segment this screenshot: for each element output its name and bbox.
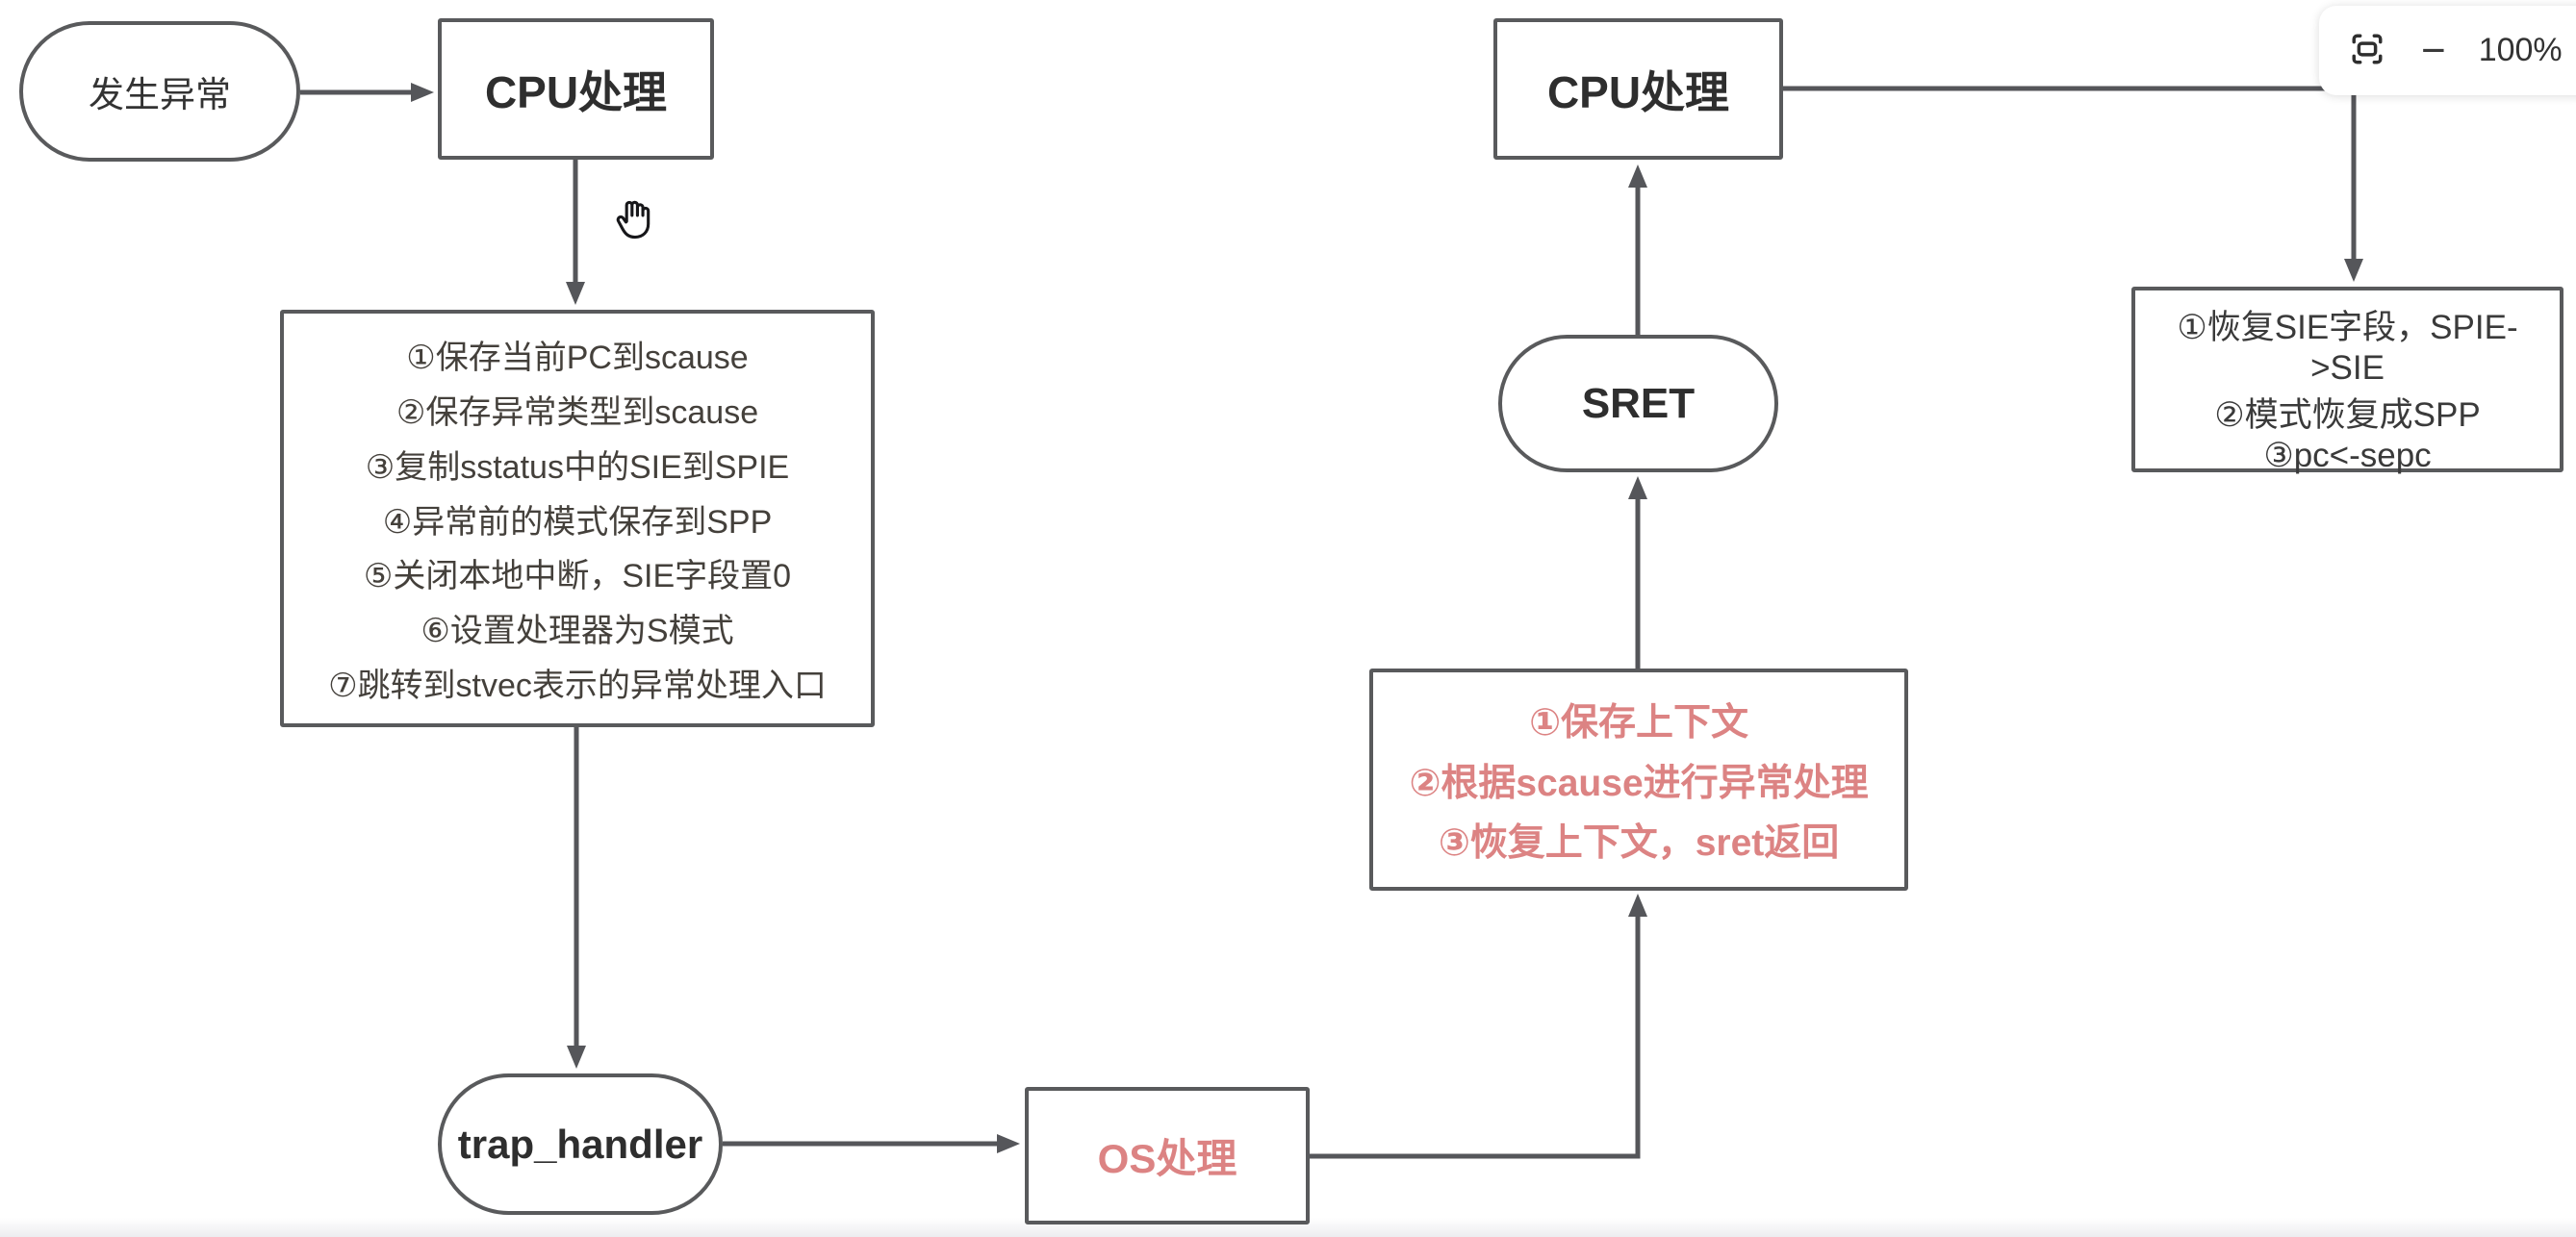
cpu-step-line: ②保存异常类型到scause — [395, 393, 759, 431]
node-exception-start-label: 发生异常 — [89, 75, 231, 114]
return-step-line: ②模式恢复成SPP — [2214, 396, 2481, 434]
return-step-line: ①恢复SIE字段，SPIE->SIE — [2177, 309, 2518, 387]
hand-grab-cursor-icon — [610, 190, 658, 251]
node-cpu-handle-left-label: CPU处理 — [484, 66, 668, 117]
arrow-cpu-to-return — [1783, 86, 2363, 282]
arrow-os-to-context — [1310, 894, 1647, 1159]
zoom-level-indicator[interactable]: 100% — [2478, 32, 2563, 68]
node-os-handle: OS处理 — [1025, 1087, 1310, 1224]
node-trap-handler: trap_handler — [438, 1073, 723, 1215]
zoom-toolbar[interactable]: − 100% — [2319, 6, 2576, 95]
viewport-bottom-fade — [0, 1218, 2576, 1237]
cpu-step-line: ①保存当前PC到scause — [406, 339, 749, 376]
cpu-step-line: ③复制sstatus中的SIE到SPIE — [365, 448, 790, 486]
node-trap-handler-label: trap_handler — [457, 1121, 703, 1167]
os-step-line: ①保存上下文 — [1528, 701, 1749, 744]
cpu-step-line: ⑥设置处理器为S模式 — [421, 613, 734, 650]
cpu-step-line: ⑤关闭本地中断，SIE字段置0 — [363, 558, 792, 595]
node-cpu-handle-right-label: CPU处理 — [1546, 66, 1730, 117]
node-os-steps-box: ①保存上下文 ②根据scause进行异常处理 ③恢复上下文，sret返回 — [1369, 669, 1908, 891]
return-step-line: ③pc<-sepc — [2263, 437, 2432, 474]
zoom-out-button[interactable]: − — [2421, 26, 2446, 74]
os-step-line: ③恢复上下文，sret返回 — [1438, 822, 1840, 865]
node-exception-start: 发生异常 — [19, 21, 300, 162]
os-step-line: ②根据scause进行异常处理 — [1409, 762, 1869, 804]
node-os-handle-label: OS处理 — [1097, 1136, 1237, 1181]
node-cpu-handle-left: CPU处理 — [438, 18, 714, 160]
cpu-step-line: ⑦跳转到stvec表示的异常处理入口 — [328, 668, 827, 705]
node-cpu-steps-box: ①保存当前PC到scause ②保存异常类型到scause ③复制sstatus… — [280, 310, 875, 727]
fit-to-screen-button[interactable] — [2346, 28, 2388, 73]
node-sret-label: SRET — [1581, 379, 1696, 427]
cpu-step-line: ④异常前的模式保存到SPP — [382, 503, 773, 541]
node-return-steps-box: ①恢复SIE字段，SPIE->SIE ②模式恢复成SPP ③pc<-sepc — [2131, 287, 2563, 474]
node-sret: SRET — [1498, 335, 1778, 472]
node-cpu-handle-right: CPU处理 — [1493, 18, 1783, 160]
fit-to-screen-icon — [2346, 28, 2388, 73]
